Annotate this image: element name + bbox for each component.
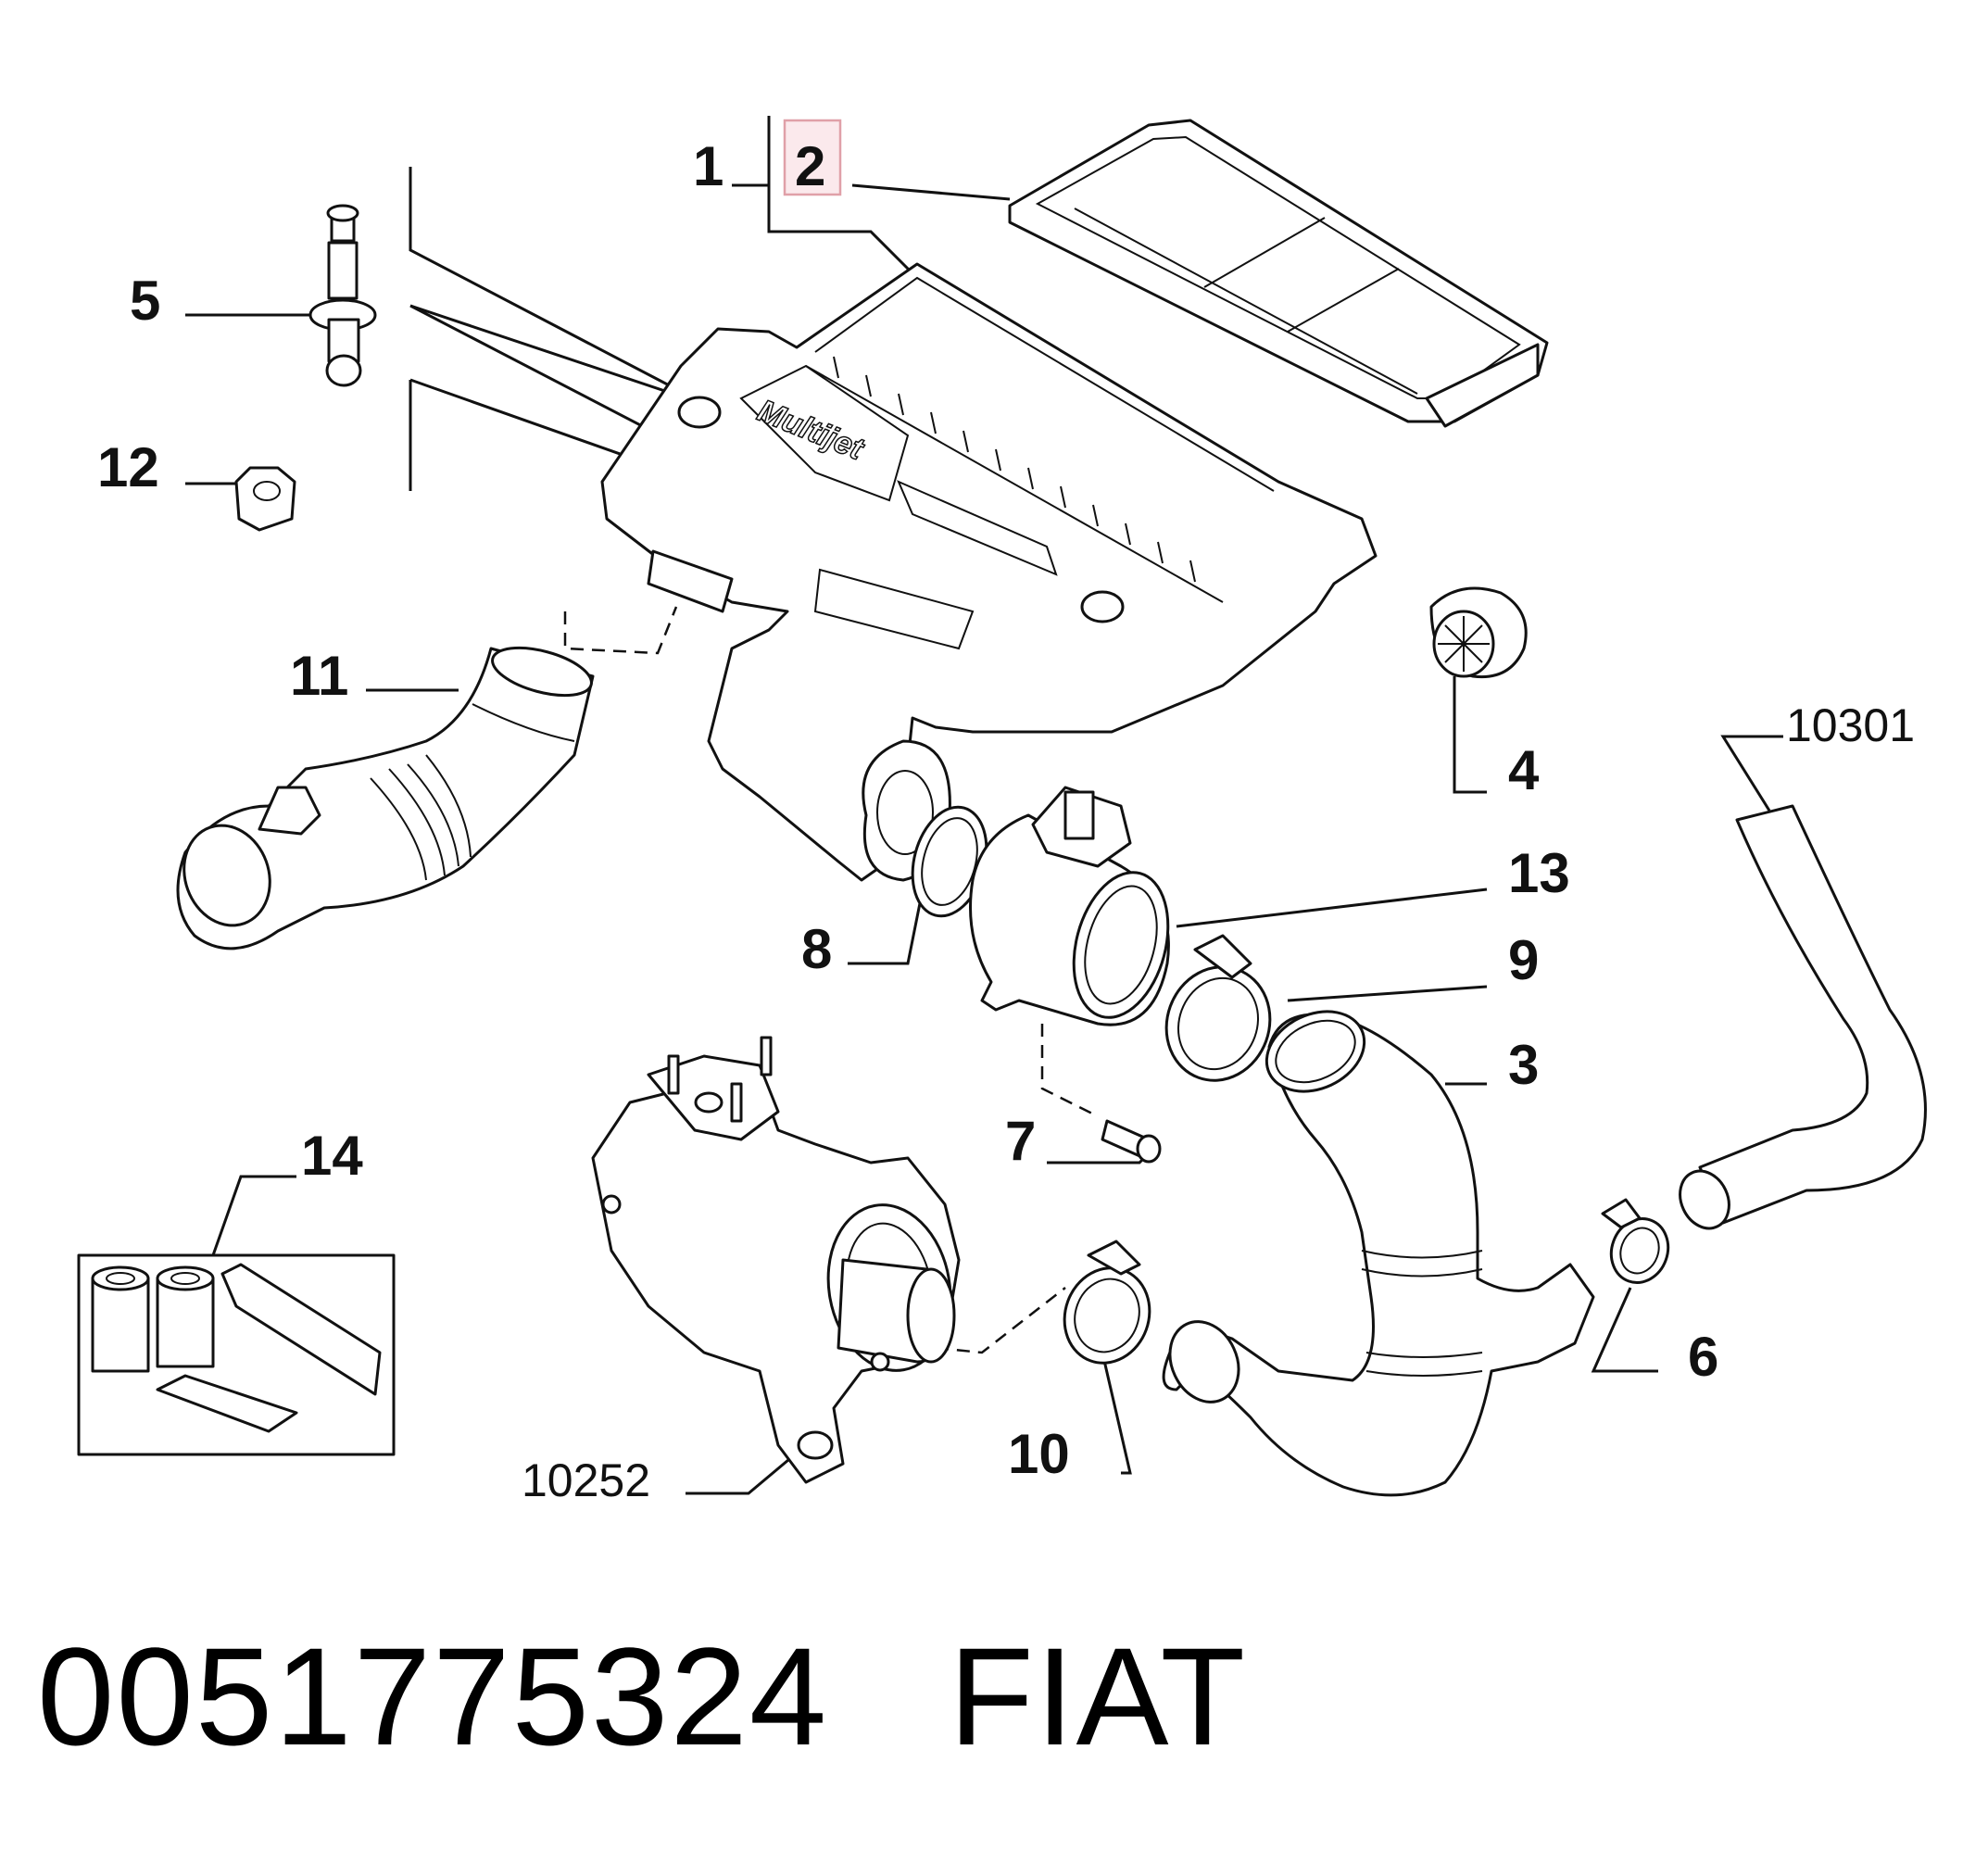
callout-11[interactable]: 11	[290, 645, 348, 707]
hex-nut	[234, 466, 296, 532]
air-filter-kit	[220, 1263, 382, 1396]
callout-1[interactable]: 1	[693, 135, 723, 197]
air-cleaner-housing: Multijet	[600, 262, 1378, 882]
brand-name: FIAT	[949, 1618, 1248, 1774]
grommet	[1429, 586, 1528, 679]
hose-clamp-9	[1164, 934, 1272, 1082]
callout-7[interactable]: 7	[1005, 1110, 1036, 1172]
part-caption: 0051775324 FIAT	[37, 1617, 1247, 1777]
part-number: 0051775324	[37, 1618, 829, 1774]
oil-filter	[91, 1265, 150, 1373]
air-filter-element	[1008, 119, 1549, 428]
screw	[1101, 1119, 1162, 1164]
housing-ribs	[833, 356, 1196, 583]
callout-4[interactable]: 4	[1508, 739, 1540, 801]
stud-bolt	[308, 204, 377, 387]
cabin-filter-kit	[156, 1374, 298, 1433]
turbo-hose	[1162, 1010, 1595, 1497]
air-flow-meter	[969, 786, 1170, 1026]
callout-13[interactable]: 13	[1508, 842, 1570, 904]
callout-3[interactable]: 3	[1508, 1034, 1539, 1096]
hose-clamp-6	[1601, 1198, 1670, 1284]
callout-14[interactable]: 14	[301, 1125, 363, 1187]
callout-8[interactable]: 8	[801, 918, 832, 980]
fuel-filter	[156, 1265, 215, 1368]
callout-10301[interactable]: 10301	[1786, 699, 1915, 751]
callout-5[interactable]: 5	[130, 270, 160, 332]
callout-12[interactable]: 12	[97, 436, 159, 498]
callout-labels: 1 2 5 12 11 4 10301 13 8 9 3 7 14 6 10 1…	[97, 135, 1915, 1506]
service-kit	[77, 1253, 396, 1456]
callout-9[interactable]: 9	[1508, 929, 1539, 991]
breather-pipe	[1679, 804, 1927, 1230]
assembly-dashes	[563, 606, 1099, 1354]
intake-hose	[176, 646, 595, 950]
turbocharger	[591, 1036, 961, 1484]
hose-clamp-10	[1063, 1240, 1151, 1365]
callout-10[interactable]: 10	[1008, 1423, 1070, 1485]
callout-2[interactable]: 2	[795, 135, 825, 197]
callout-6[interactable]: 6	[1688, 1326, 1718, 1388]
callout-10252[interactable]: 10252	[522, 1454, 650, 1506]
highlight-box	[783, 119, 842, 196]
